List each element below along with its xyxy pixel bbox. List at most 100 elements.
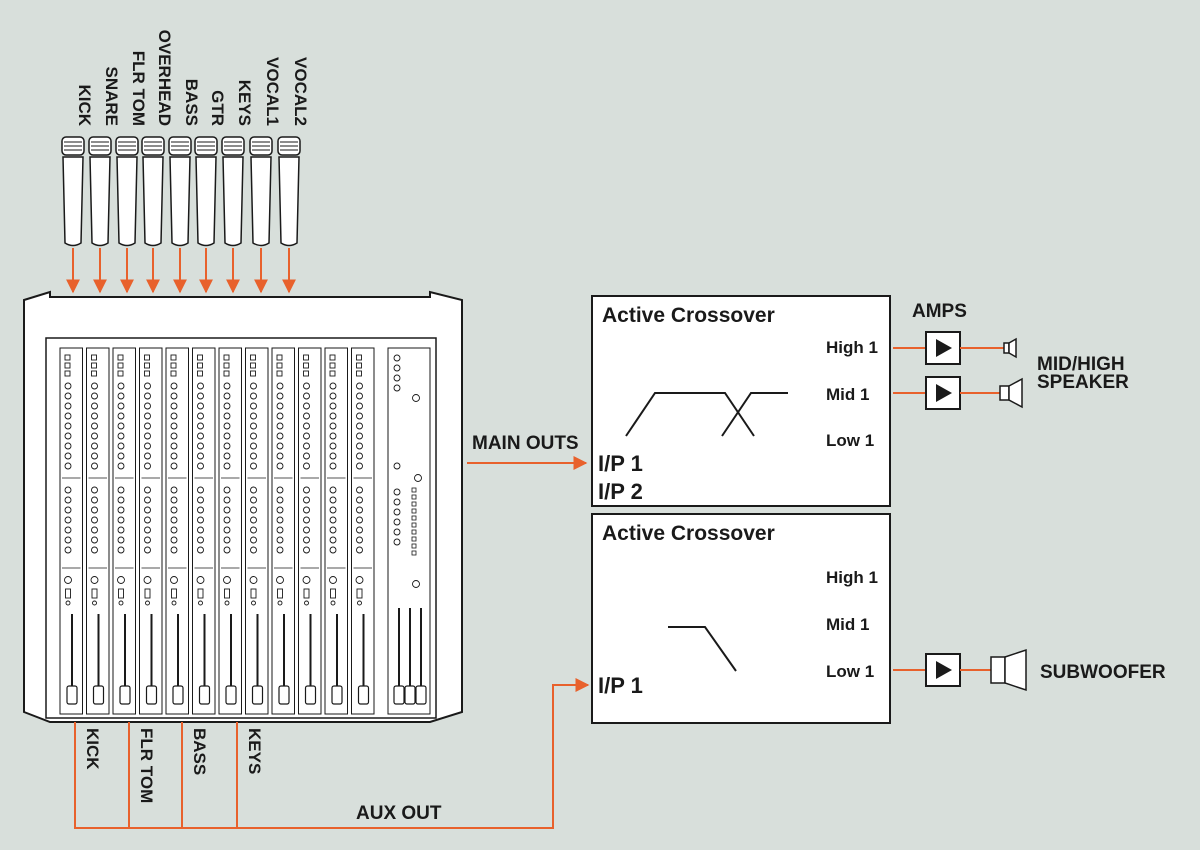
knob-icon[interactable] bbox=[329, 486, 337, 494]
master-fader[interactable] bbox=[393, 685, 405, 705]
mute-button[interactable] bbox=[277, 588, 283, 599]
knob-icon[interactable] bbox=[329, 536, 337, 544]
knob-icon[interactable] bbox=[144, 516, 151, 524]
knob-icon[interactable] bbox=[223, 546, 231, 554]
knob-icon[interactable] bbox=[117, 462, 125, 470]
knob-icon[interactable] bbox=[197, 486, 204, 494]
knob-icon[interactable] bbox=[276, 496, 284, 504]
knob-icon[interactable] bbox=[91, 392, 98, 400]
knob-icon[interactable] bbox=[170, 382, 178, 390]
knob-icon[interactable] bbox=[276, 516, 284, 524]
knob-icon[interactable] bbox=[117, 486, 125, 494]
knob-icon[interactable] bbox=[144, 392, 151, 400]
knob-icon[interactable] bbox=[356, 402, 363, 410]
mute-button[interactable] bbox=[197, 588, 204, 599]
knob-icon[interactable] bbox=[91, 486, 98, 494]
knob-icon[interactable] bbox=[197, 382, 204, 390]
knob-icon[interactable] bbox=[91, 506, 98, 514]
channel-fader[interactable] bbox=[198, 685, 211, 705]
knob-icon[interactable] bbox=[64, 452, 72, 460]
knob-icon[interactable] bbox=[250, 462, 257, 470]
knob-icon[interactable] bbox=[91, 402, 98, 410]
knob-icon[interactable] bbox=[197, 516, 204, 524]
channel-fader[interactable] bbox=[278, 685, 290, 705]
knob-icon[interactable] bbox=[91, 496, 98, 504]
knob-icon[interactable] bbox=[276, 486, 284, 494]
knob-icon[interactable] bbox=[276, 506, 284, 514]
knob-icon[interactable] bbox=[303, 422, 310, 430]
knob-icon[interactable] bbox=[250, 442, 257, 450]
knob-icon[interactable] bbox=[303, 486, 310, 494]
knob-icon[interactable] bbox=[144, 536, 151, 544]
knob-icon[interactable] bbox=[303, 536, 310, 544]
knob-icon[interactable] bbox=[91, 516, 98, 524]
knob-icon[interactable] bbox=[91, 442, 98, 450]
knob-icon[interactable] bbox=[276, 452, 284, 460]
knob-icon[interactable] bbox=[223, 526, 231, 534]
knob-icon[interactable] bbox=[250, 536, 257, 544]
knob-icon[interactable] bbox=[329, 496, 337, 504]
knob-icon[interactable] bbox=[117, 432, 125, 440]
knob-icon[interactable] bbox=[329, 526, 337, 534]
knob-icon[interactable] bbox=[197, 422, 204, 430]
knob-icon[interactable] bbox=[64, 442, 72, 450]
knob-icon[interactable] bbox=[91, 422, 98, 430]
knob-icon[interactable] bbox=[356, 442, 363, 450]
knob-icon[interactable] bbox=[356, 536, 363, 544]
knob-icon[interactable] bbox=[117, 412, 125, 420]
knob-icon[interactable] bbox=[64, 392, 72, 400]
knob-icon[interactable] bbox=[170, 536, 178, 544]
knob-icon[interactable] bbox=[91, 452, 98, 460]
channel-fader[interactable] bbox=[357, 685, 370, 705]
knob-icon[interactable] bbox=[197, 506, 204, 514]
knob-icon[interactable] bbox=[170, 432, 178, 440]
knob-icon[interactable] bbox=[276, 546, 284, 554]
knob-icon[interactable] bbox=[64, 506, 72, 514]
knob-icon[interactable] bbox=[223, 496, 231, 504]
channel-fader[interactable] bbox=[225, 685, 237, 705]
knob-icon[interactable] bbox=[197, 546, 204, 554]
knob-icon[interactable] bbox=[329, 462, 337, 470]
knob-icon[interactable] bbox=[276, 382, 284, 390]
knob-icon[interactable] bbox=[223, 516, 231, 524]
knob-icon[interactable] bbox=[303, 412, 310, 420]
knob-icon[interactable] bbox=[117, 392, 125, 400]
knob-icon[interactable] bbox=[329, 452, 337, 460]
knob-icon[interactable] bbox=[197, 432, 204, 440]
channel-fader[interactable] bbox=[66, 685, 78, 705]
knob-icon[interactable] bbox=[356, 516, 363, 524]
knob-icon[interactable] bbox=[223, 422, 231, 430]
knob-icon[interactable] bbox=[223, 432, 231, 440]
knob-icon[interactable] bbox=[144, 546, 151, 554]
channel-fader[interactable] bbox=[172, 685, 184, 705]
channel-fader[interactable] bbox=[251, 685, 264, 705]
knob-icon[interactable] bbox=[356, 452, 363, 460]
knob-icon[interactable] bbox=[144, 452, 151, 460]
knob-icon[interactable] bbox=[356, 432, 363, 440]
channel-fader[interactable] bbox=[331, 685, 343, 705]
knob-icon[interactable] bbox=[197, 536, 204, 544]
knob-icon[interactable] bbox=[303, 516, 310, 524]
knob-icon[interactable] bbox=[170, 496, 178, 504]
knob-icon[interactable] bbox=[64, 462, 72, 470]
knob-icon[interactable] bbox=[250, 526, 257, 534]
channel-fader[interactable] bbox=[92, 685, 105, 705]
knob-icon[interactable] bbox=[117, 516, 125, 524]
knob-icon[interactable] bbox=[144, 506, 151, 514]
knob-icon[interactable] bbox=[276, 432, 284, 440]
knob-icon[interactable] bbox=[170, 422, 178, 430]
knob-icon[interactable] bbox=[250, 392, 257, 400]
knob-icon[interactable] bbox=[276, 422, 284, 430]
knob-icon[interactable] bbox=[117, 526, 125, 534]
knob-icon[interactable] bbox=[276, 526, 284, 534]
knob-icon[interactable] bbox=[303, 382, 310, 390]
knob-icon[interactable] bbox=[329, 442, 337, 450]
knob-icon[interactable] bbox=[144, 526, 151, 534]
knob-icon[interactable] bbox=[91, 546, 98, 554]
knob-icon[interactable] bbox=[223, 462, 231, 470]
knob-icon[interactable] bbox=[276, 442, 284, 450]
knob-icon[interactable] bbox=[276, 536, 284, 544]
knob-icon[interactable] bbox=[276, 402, 284, 410]
knob-icon[interactable] bbox=[303, 452, 310, 460]
knob-icon[interactable] bbox=[117, 506, 125, 514]
